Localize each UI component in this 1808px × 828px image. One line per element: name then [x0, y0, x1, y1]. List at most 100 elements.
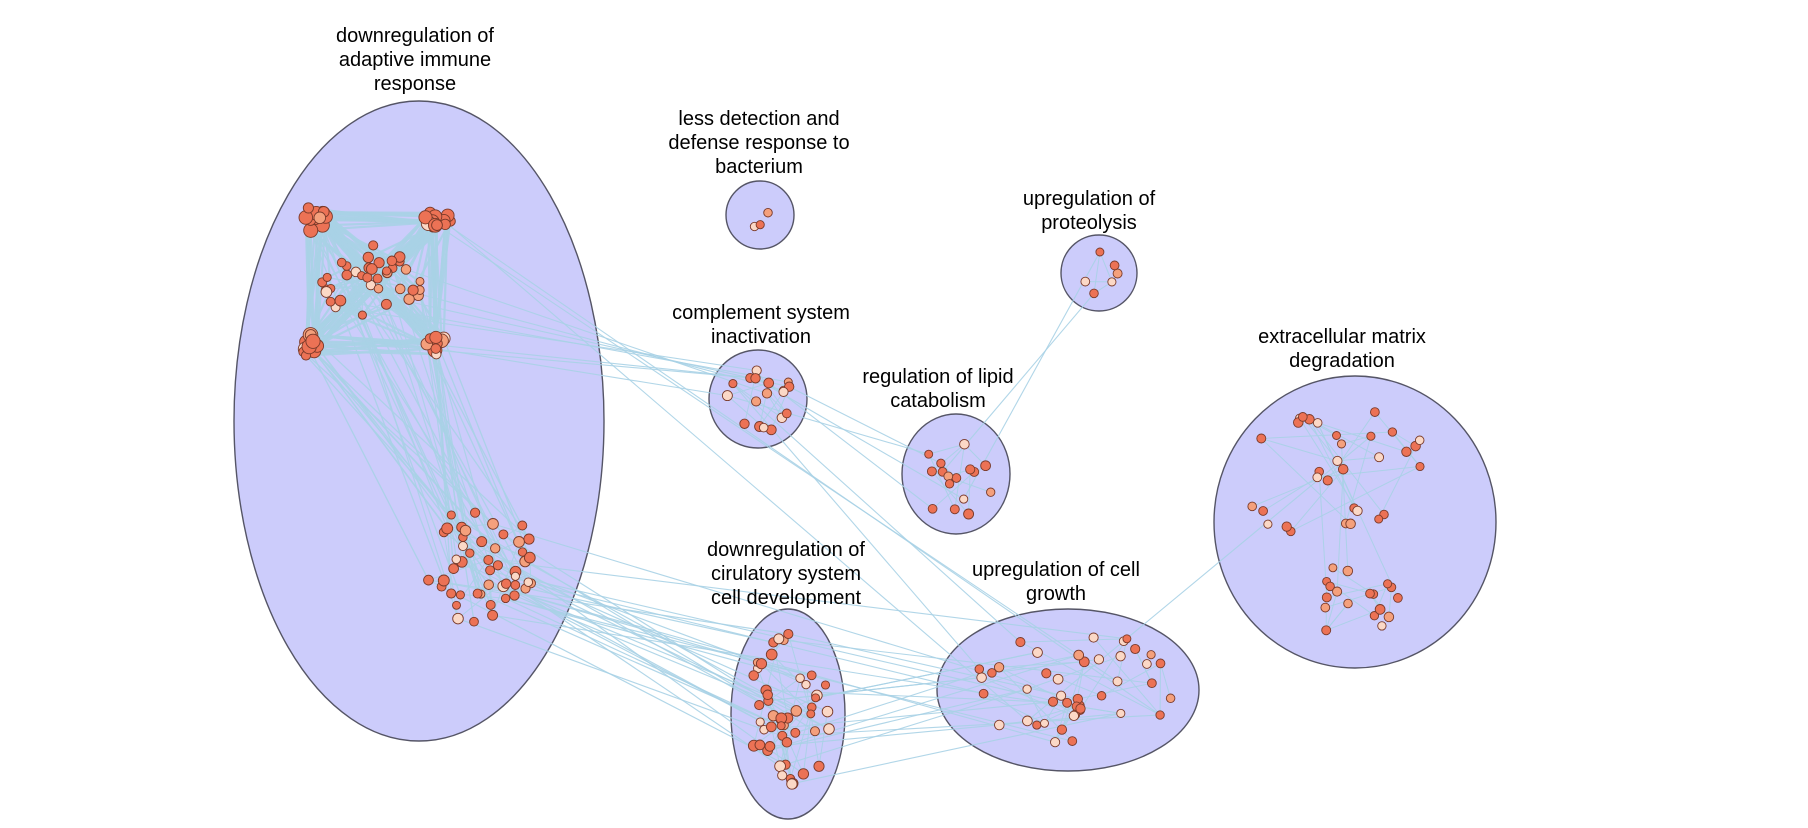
- network-edge: [429, 212, 1161, 716]
- network-edge: [795, 666, 1000, 734]
- network-node: [777, 770, 788, 781]
- network-node: [754, 700, 765, 711]
- network-edge: [428, 579, 786, 766]
- network-node: [373, 283, 384, 294]
- network-node: [1374, 452, 1385, 463]
- network-edge: [1299, 418, 1358, 512]
- network-edge: [1079, 638, 1128, 711]
- network-node: [801, 679, 811, 690]
- network-node: [1040, 718, 1049, 728]
- network-edge: [425, 216, 1118, 682]
- network-edge: [727, 395, 929, 455]
- network-node: [415, 276, 425, 286]
- network-node: [924, 449, 934, 459]
- network-edge: [419, 289, 467, 531]
- network-edge: [319, 217, 461, 596]
- network-node: [362, 251, 374, 264]
- network-node: [1332, 455, 1343, 466]
- network-node: [452, 600, 461, 610]
- network-edge: [1020, 641, 1161, 716]
- network-node: [823, 723, 835, 735]
- network-node: [523, 533, 535, 545]
- network-node: [1112, 268, 1123, 279]
- network-edge: [305, 341, 496, 549]
- network-node: [341, 269, 353, 281]
- network-node: [472, 588, 483, 599]
- network-edge: [1325, 603, 1349, 631]
- network-node: [1336, 439, 1347, 449]
- network-node: [1130, 643, 1141, 655]
- network-node: [1281, 521, 1292, 532]
- network-edge: [325, 215, 429, 225]
- network-edge: [503, 585, 812, 715]
- network-node: [510, 580, 521, 590]
- network-edge: [489, 569, 781, 767]
- network-node: [1337, 463, 1349, 475]
- network-node: [1116, 708, 1126, 718]
- network-node: [1328, 563, 1338, 573]
- network-node: [786, 778, 798, 790]
- network-node: [470, 507, 481, 518]
- network-edge: [515, 575, 830, 730]
- network-edge: [755, 377, 964, 500]
- network-node: [721, 390, 733, 402]
- network-node: [1369, 611, 1380, 621]
- network-node: [1022, 684, 1032, 694]
- network-edge: [1341, 435, 1371, 445]
- network-node: [1080, 276, 1091, 287]
- network-node: [483, 554, 494, 566]
- network-edge: [1260, 438, 1351, 525]
- network-edge: [768, 677, 801, 702]
- network-edge: [1327, 411, 1376, 481]
- network-node: [1383, 611, 1395, 623]
- network-node: [455, 590, 465, 600]
- network-edge: [932, 471, 975, 510]
- network-node: [1089, 288, 1099, 299]
- cluster-bubble-bacterium: [725, 180, 795, 250]
- network-node: [1377, 621, 1387, 631]
- network-edge: [368, 267, 516, 586]
- cluster-bubble-proteolysis: [1060, 234, 1138, 312]
- network-edge: [442, 215, 449, 339]
- network-node: [334, 294, 347, 307]
- network-node: [458, 541, 468, 552]
- network-node: [980, 460, 991, 472]
- network-node: [959, 494, 969, 504]
- network-node: [490, 543, 501, 554]
- network-edge: [931, 471, 969, 515]
- network-node: [739, 418, 750, 429]
- network-node: [1146, 650, 1156, 660]
- network-edge: [789, 707, 813, 779]
- network-node: [448, 563, 459, 574]
- network-node: [1312, 472, 1323, 483]
- network-node: [1365, 588, 1375, 599]
- network-edge: [727, 382, 769, 397]
- network-node: [755, 658, 768, 670]
- network-edge: [434, 349, 756, 379]
- network-node: [336, 257, 347, 268]
- network-edge: [792, 712, 1121, 785]
- network-node: [1401, 446, 1412, 457]
- network-node: [776, 721, 786, 731]
- network-edge: [1027, 435, 1372, 722]
- network-node: [773, 633, 785, 645]
- network-node: [1352, 505, 1363, 517]
- network-edge: [1325, 591, 1338, 631]
- network-edge: [767, 688, 1028, 752]
- network-node: [963, 508, 975, 520]
- network-edge: [435, 348, 728, 397]
- network-edge: [434, 215, 449, 338]
- network-edge: [928, 453, 956, 510]
- network-edge: [810, 713, 820, 767]
- network-node: [418, 210, 433, 225]
- network-node: [487, 609, 499, 621]
- network-node: [430, 343, 442, 354]
- network-edge: [983, 693, 1045, 724]
- network-node: [1383, 579, 1393, 589]
- network-edge: [310, 334, 530, 540]
- network-edge: [304, 217, 311, 347]
- network-edge: [1026, 688, 1045, 724]
